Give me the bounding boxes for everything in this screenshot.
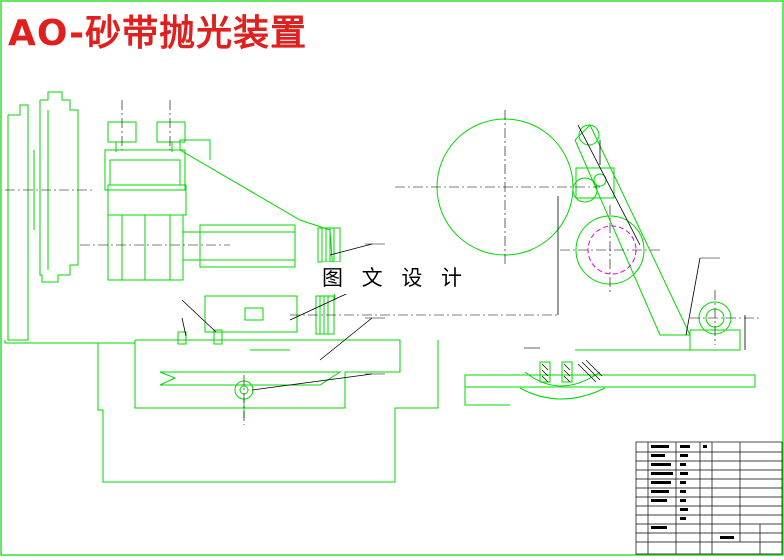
base-table [134,339,401,409]
title-block-frame [635,441,783,555]
tension-pulley [578,124,600,146]
upper-roller-housing-inner [109,159,181,186]
watermark-label: 图 文 设 计 [322,262,464,294]
machine-bed [4,340,439,483]
swing-arm [574,124,691,336]
side-view-centerlines [395,110,760,345]
hatching [541,359,603,383]
front-view-centerlines [5,100,560,425]
slide-rail [159,371,342,386]
idler-wheel [572,177,598,203]
upper-roller-housing [104,149,186,191]
side-bed [464,374,756,388]
side-view [436,118,756,406]
drive-motor [204,295,298,333]
pulley-upper [317,227,341,263]
drawing-title: AO-砂带抛光装置 [8,13,308,54]
hydraulic-clamp [524,371,601,387]
title-block [635,441,783,555]
idler-block-right [156,121,186,143]
side-view-annotations [557,124,746,350]
chuck-body [39,91,79,283]
spindle-housing [7,104,29,341]
title-block-rows [651,445,734,539]
